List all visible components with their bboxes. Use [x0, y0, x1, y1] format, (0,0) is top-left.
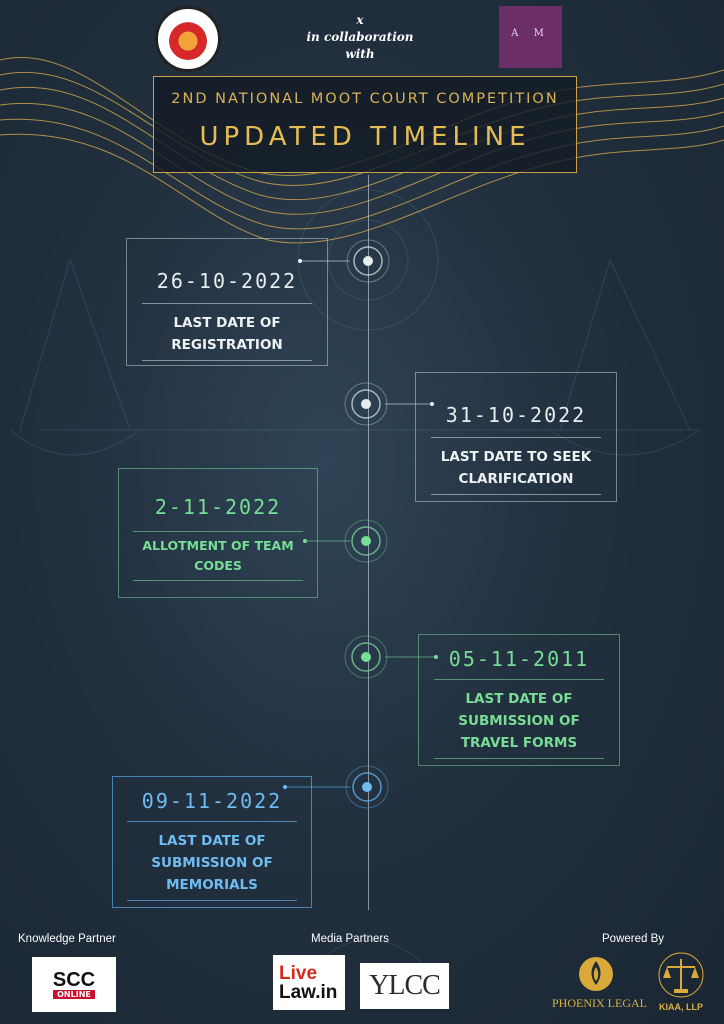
kiaa-scales-icon	[658, 952, 704, 998]
timeline-label-line: REGISTRATION	[171, 337, 283, 353]
timeline-card-registration: 26-10-2022 LAST DATE OF REGISTRATION	[126, 238, 328, 366]
kiaa-logo-text: KIAA, LLP	[659, 1002, 703, 1012]
scc-online-logo: SCC ONLINE	[32, 957, 116, 1012]
title-box: 2ND NATIONAL MOOT COURT COMPETITION UPDA…	[153, 76, 577, 173]
collaboration-note: x in collaboration with	[300, 12, 420, 63]
event-title: 2ND NATIONAL MOOT COURT COMPETITION	[171, 91, 559, 107]
timeline-label: LAST DATE TO SEEK CLARIFICATION	[416, 446, 616, 490]
timeline-label: LAST DATE OF REGISTRATION	[127, 312, 327, 356]
timeline-date: 09-11-2022	[141, 789, 283, 813]
timeline-card-travel-forms: 05-11-2011 LAST DATE OF SUBMISSION OF TR…	[418, 634, 620, 766]
timeline-label-line: LAST DATE OF	[465, 691, 573, 707]
timeline-label-line: LAST DATE OF	[158, 833, 266, 849]
timeline-label: LAST DATE OF SUBMISSION OF MEMORIALS	[113, 830, 311, 896]
timeline-label-line: TRAVEL FORMS	[460, 735, 578, 751]
collab-line2: with	[345, 47, 375, 61]
timeline-label-line: MEMORIALS	[166, 877, 258, 893]
timeline-label-line: ALLOTMENT OF TEAM	[142, 538, 294, 553]
phoenix-legal-emblem-icon	[579, 957, 613, 991]
timeline-node	[345, 765, 389, 809]
phoenix-legal-logo-text: PHOENIX LEGAL	[552, 996, 647, 1010]
timeline-label-line: LAST DATE OF	[173, 315, 281, 331]
timeline-card-clarification: 31-10-2022 LAST DATE TO SEEK CLARIFICATI…	[415, 372, 617, 502]
ylcc-logo-text: YLCC	[369, 970, 441, 1001]
livelaw-logo-bottom: Law.in	[279, 981, 338, 1003]
partner-logo: A M	[499, 6, 562, 68]
timeline-label-line: CLARIFICATION	[458, 471, 574, 487]
timeline-label: LAST DATE OF SUBMISSION OF TRAVEL FORMS	[419, 688, 619, 754]
timeline-date: 26-10-2022	[156, 269, 298, 293]
timeline-date: 2-11-2022	[154, 495, 282, 519]
media-partners-label: Media Partners	[311, 933, 389, 945]
timeline-label-line: SUBMISSION OF	[151, 855, 273, 871]
page-title: UPDATED TIMELINE	[199, 122, 531, 152]
timeline-node	[346, 239, 390, 283]
timeline-card-team-codes: 2-11-2022 ALLOTMENT OF TEAM CODES	[118, 468, 318, 598]
timeline-label-line: CODES	[194, 558, 242, 573]
timeline-card-memorials: 09-11-2022 LAST DATE OF SUBMISSION OF ME…	[112, 776, 312, 908]
timeline-label-line: LAST DATE TO SEEK	[440, 449, 592, 465]
livelaw-logo-top: Live	[279, 962, 318, 984]
powered-by-label: Powered By	[602, 933, 665, 945]
scc-logo-subtext: ONLINE	[53, 990, 95, 999]
ylcc-logo: YLCC	[360, 963, 449, 1009]
timeline-label-line: SUBMISSION OF	[458, 713, 580, 729]
partner-logo-letters: A M	[511, 27, 550, 39]
university-logo	[155, 6, 221, 72]
collab-line1: in collaboration	[306, 30, 414, 44]
livelaw-logo: Live Law.in	[273, 955, 345, 1010]
timeline-label: ALLOTMENT OF TEAM CODES	[119, 536, 317, 576]
scc-logo-text: SCC	[52, 969, 96, 991]
collab-x: x	[356, 13, 364, 27]
knowledge-partner-label: Knowledge Partner	[18, 933, 116, 945]
timeline-date: 31-10-2022	[445, 403, 587, 427]
timeline-date: 05-11-2011	[448, 647, 590, 671]
